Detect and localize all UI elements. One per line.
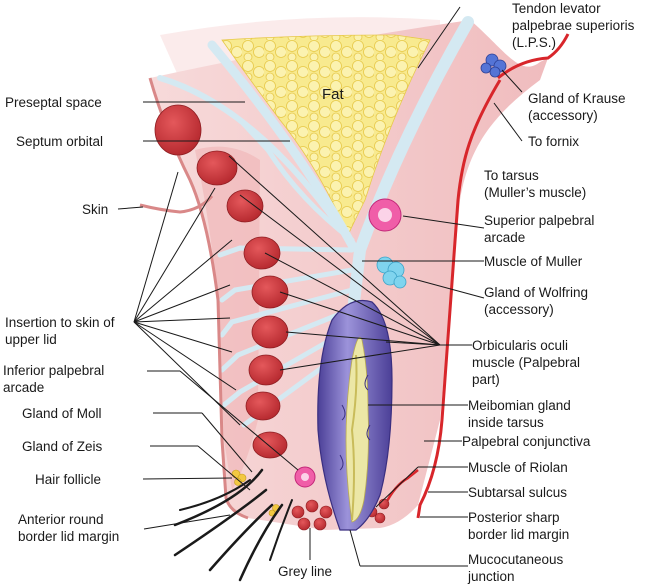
fat-region xyxy=(221,34,431,236)
label-to-fornix: To fornix xyxy=(528,134,579,149)
label-superior-palpebral-arcade-line2: arcade xyxy=(484,230,525,245)
label-inferior-palpebral-arcade-line2: arcade xyxy=(3,380,44,395)
label-gland-of-zeis: Gland of Zeis xyxy=(22,439,103,454)
label-insertion-to-skin: Insertion to skin of xyxy=(5,315,115,330)
label-muscle-of-riolan: Muscle of Riolan xyxy=(468,460,568,475)
label-tendon-levator: Tendon levator xyxy=(512,1,601,16)
label-inferior-palpebral-arcade: Inferior palpebral xyxy=(3,363,104,378)
eyelashes-hair-follicles xyxy=(173,468,293,582)
label-gland-of-krause-line2: (accessory) xyxy=(528,108,598,123)
label-orbicularis-oculi-line2: muscle (Palpebral xyxy=(472,355,580,370)
septum-orbital xyxy=(157,16,474,428)
orbicularis-oculi-muscle-bundles xyxy=(154,104,289,459)
label-septum-orbital: Septum orbital xyxy=(16,134,103,149)
label-anterior-round-border-line2: border lid margin xyxy=(18,529,119,544)
label-to-tarsus-line2: (Muller’s muscle) xyxy=(484,185,586,200)
label-mucocutaneous-junction-line2: junction xyxy=(467,569,515,584)
label-superior-palpebral-arcade: Superior palpebral xyxy=(484,213,594,228)
superior-palpebral-arcade xyxy=(368,198,402,232)
label-subtarsal-sulcus: Subtarsal sulcus xyxy=(468,485,567,500)
label-preseptal-space: Preseptal space xyxy=(5,95,102,110)
label-grey-line: Grey line xyxy=(278,564,332,579)
label-tendon-levator-line2: palpebrae superioris xyxy=(512,18,635,33)
labels-left: Preseptal space Septum orbital Skin Inse… xyxy=(3,95,119,544)
label-posterior-sharp-border-line2: border lid margin xyxy=(468,527,569,542)
muscle-of-riolan-cluster xyxy=(291,498,390,531)
label-skin: Skin xyxy=(82,202,108,217)
label-palpebral-conjunctiva: Palpebral conjunctiva xyxy=(462,434,591,449)
label-meibomian-gland-line2: inside tarsus xyxy=(468,415,544,430)
label-anterior-round-border: Anterior round xyxy=(18,512,104,527)
label-orbicularis-oculi: Orbicularis oculi xyxy=(472,338,568,353)
skin-flap xyxy=(139,194,214,214)
label-fat: Fat xyxy=(322,86,345,103)
label-posterior-sharp-border: Posterior sharp xyxy=(468,510,560,525)
meibomian-gland xyxy=(345,337,369,523)
label-insertion-to-skin-line2: upper lid xyxy=(5,332,57,347)
label-muscle-of-muller: Muscle of Muller xyxy=(484,254,583,269)
leader-lines xyxy=(117,6,523,567)
palpebral-conjunctiva-line xyxy=(416,33,570,519)
label-orbicularis-oculi-line3: part) xyxy=(472,372,500,387)
label-meibomian-gland: Meibomian gland xyxy=(468,398,571,413)
label-gland-of-moll: Gland of Moll xyxy=(22,406,102,421)
gland-of-krause xyxy=(480,53,507,78)
label-gland-of-wolfring-line2: (accessory) xyxy=(484,302,554,317)
gland-of-wolfring xyxy=(376,256,407,289)
label-gland-of-wolfring: Gland of Wolfring xyxy=(484,285,588,300)
label-to-tarsus: To tarsus xyxy=(484,168,539,183)
label-gland-of-krause: Gland of Krause xyxy=(528,91,626,106)
label-hair-follicle: Hair follicle xyxy=(35,472,101,487)
label-tendon-levator-line3: (L.P.S.) xyxy=(512,35,556,50)
labels-right: Tendon levator palpebrae superioris (L.P… xyxy=(462,1,635,584)
label-mucocutaneous-junction: Mucocutaneous xyxy=(468,552,564,567)
inferior-palpebral-arcade xyxy=(294,466,316,488)
